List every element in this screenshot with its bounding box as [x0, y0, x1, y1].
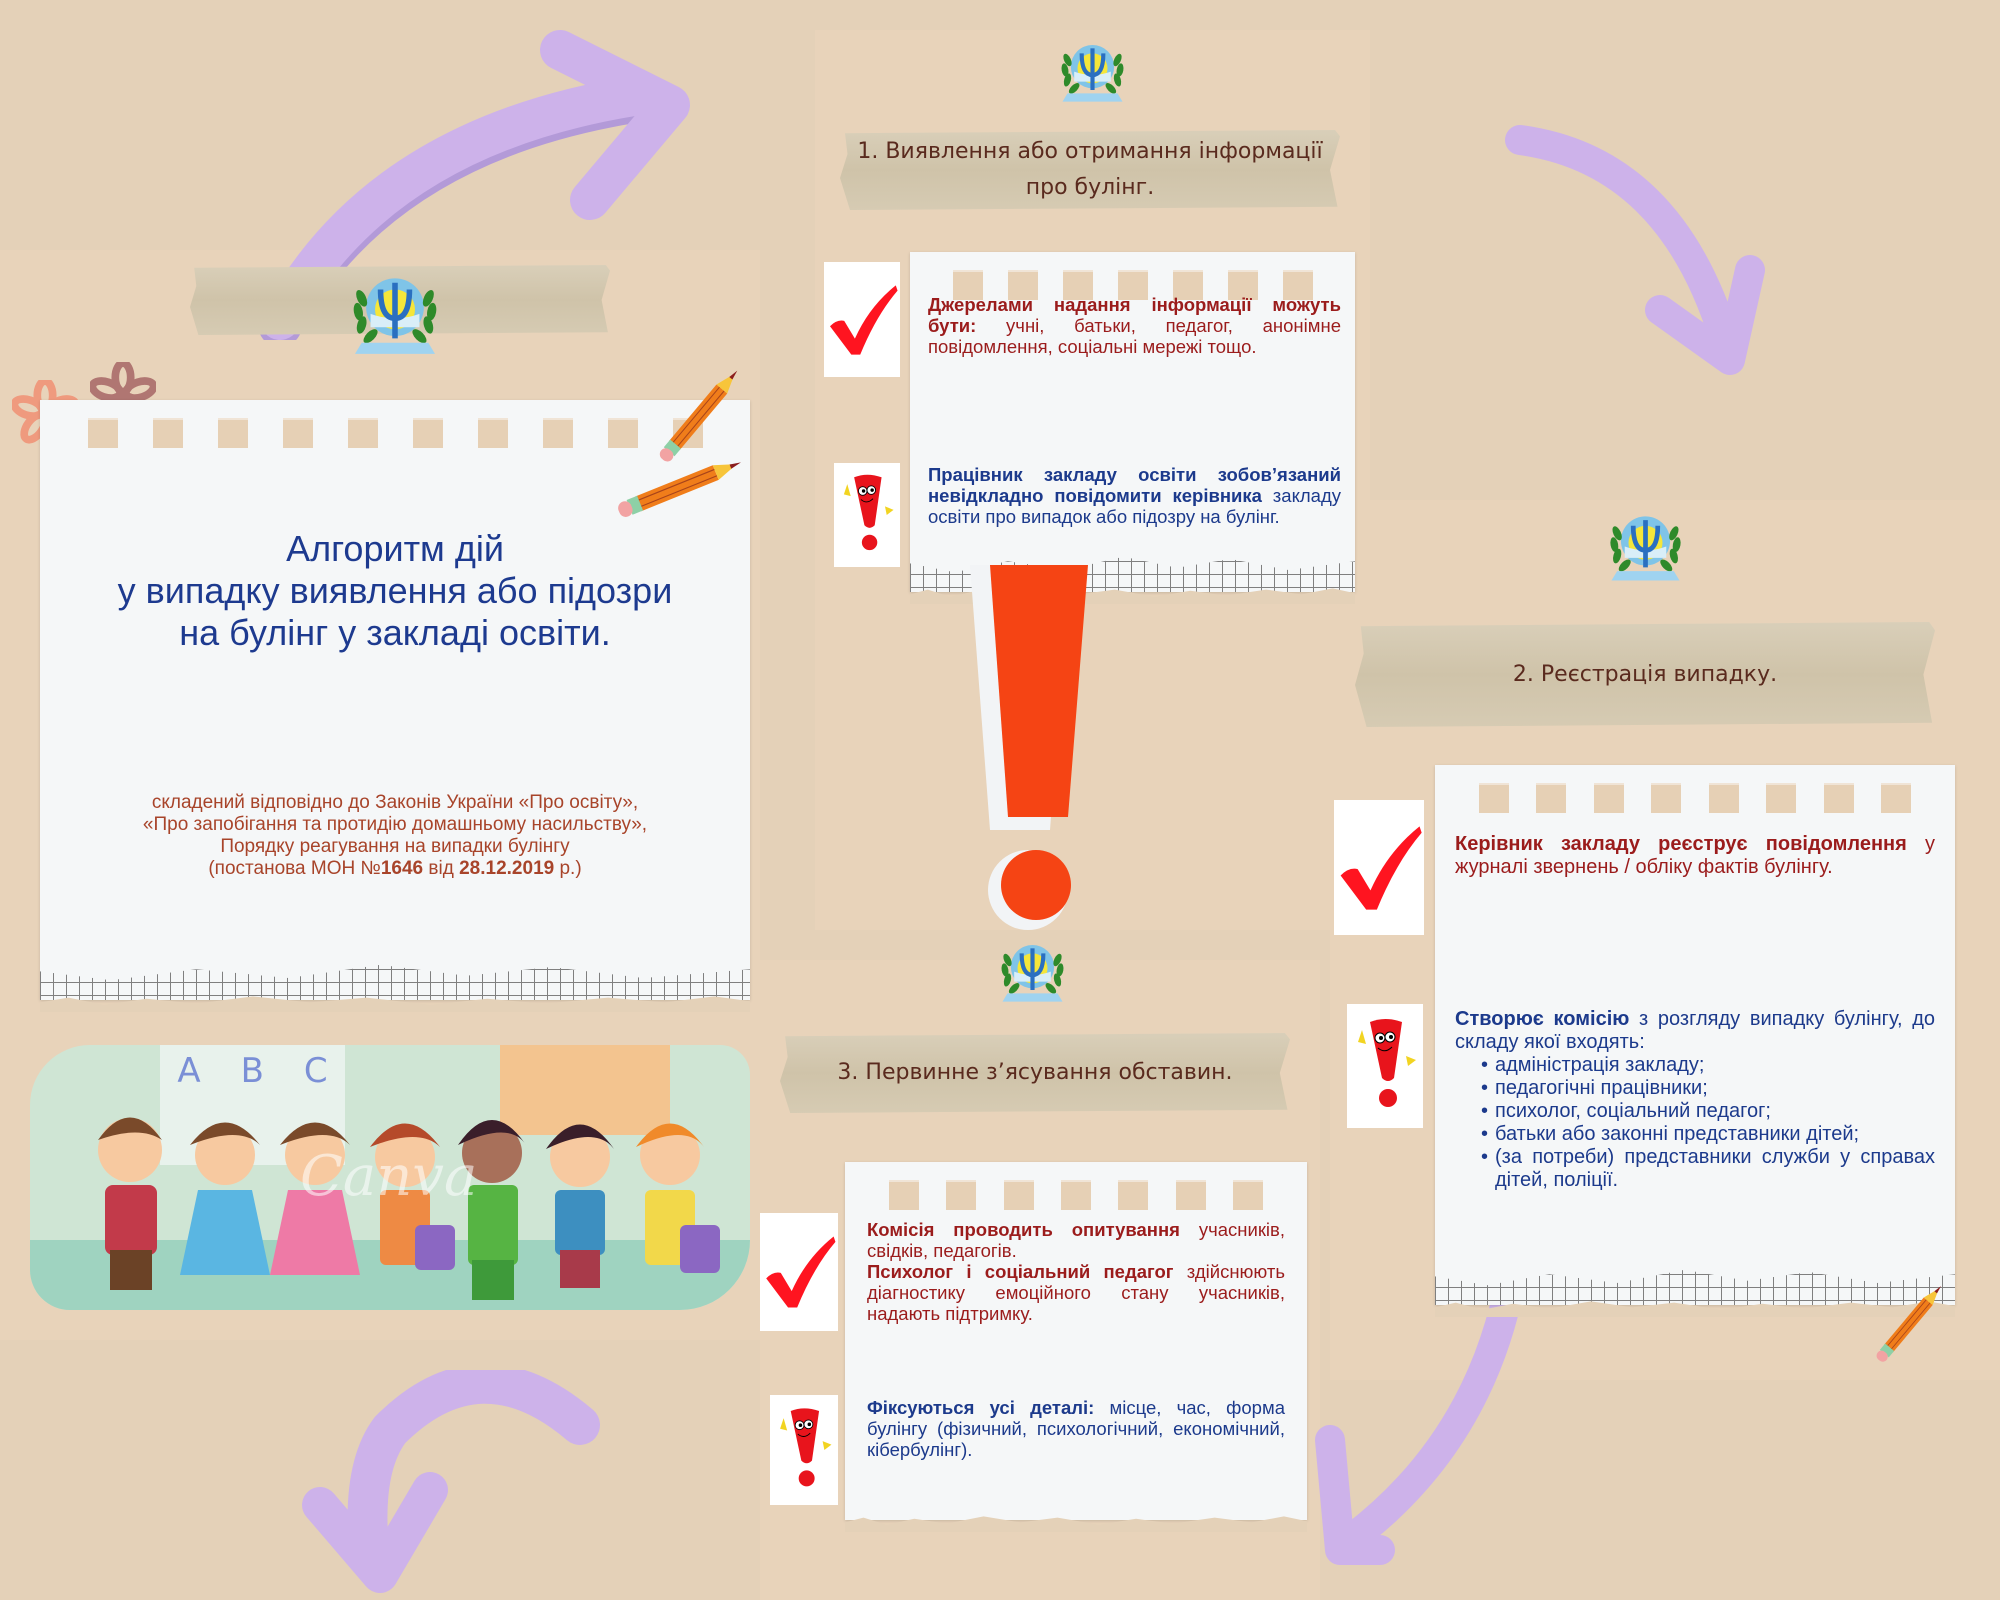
- alert-icon-box: [1347, 1004, 1423, 1128]
- exclamation-character-icon: [773, 1400, 835, 1500]
- commission-text: Створює комісію з розгляду випадку булін…: [1455, 1008, 1935, 1192]
- exclamation-character-icon: [837, 467, 897, 563]
- big-exclamation-icon: [970, 565, 1088, 930]
- list-item: психолог, соціальний педагог;: [1481, 1100, 1935, 1123]
- child-figure: [270, 1122, 360, 1275]
- record-details-text: Фіксуються усі деталі: місце, час, форма…: [867, 1397, 1285, 1460]
- child-figure: [546, 1124, 614, 1288]
- curved-arrow-loop-down-icon: [302, 1370, 600, 1593]
- child-figure: [98, 1117, 162, 1290]
- legal-basis-subtitle: складений відповідно до Законів України …: [40, 792, 750, 880]
- checkmark-icon: [1336, 820, 1422, 916]
- step-2-card: Керівник закладу реєструє повідомлення у…: [1435, 765, 1955, 1317]
- exclamation-character-icon: [1350, 1010, 1420, 1122]
- grid-paper-strip: [40, 964, 750, 1000]
- checkmark-icon-box: [824, 262, 900, 377]
- page-title: Алгоритм дій у випадку виявлення або під…: [117, 528, 673, 653]
- curved-arrow-down-right-icon: [1505, 125, 1765, 375]
- alert-icon-box: [770, 1395, 838, 1505]
- checkmark-icon: [826, 280, 898, 360]
- list-item: педагогічні працівники;: [1481, 1077, 1935, 1100]
- checkmark-icon-box: [760, 1213, 838, 1331]
- info-sources-text: Джерелами надання інформації можуть бути…: [928, 294, 1341, 357]
- list-item: адміністрація закладу;: [1481, 1054, 1935, 1077]
- registration-text: Керівник закладу реєструє повідомлення у…: [1455, 833, 1935, 878]
- step-2-heading: 2. Реєстрація випадку.: [1355, 622, 1935, 727]
- watermark: Canva: [300, 1144, 477, 1209]
- step-1-card: Джерелами надання інформації можуть бути…: [910, 252, 1355, 604]
- schoolchildren-illustration: A B C Canva: [30, 1045, 750, 1310]
- child-figure: [180, 1122, 270, 1275]
- organization-logo-icon: [335, 265, 455, 365]
- paper-holes: [40, 418, 750, 448]
- list-item: батьки або законні представники дітей;: [1481, 1123, 1935, 1146]
- child-figure: [370, 1123, 455, 1270]
- step-1-heading: 1. Виявлення або отримання інформації пр…: [840, 130, 1340, 210]
- alert-icon-box: [834, 463, 900, 567]
- checkmark-icon: [762, 1231, 836, 1313]
- decree-reference: (постанова МОН №1646 від 28.12.2019 р.): [208, 858, 582, 879]
- organization-logo-icon: [990, 935, 1075, 1010]
- investigation-text: Комісія проводить опитування учасників, …: [867, 1219, 1285, 1324]
- step-3-heading: 3. Первинне з’ясування обставин.: [780, 1033, 1290, 1113]
- title-card: Алгоритм дій у випадку виявлення або під…: [40, 400, 750, 1012]
- checkmark-icon-box: [1334, 800, 1424, 935]
- child-figure: [458, 1120, 526, 1300]
- child-figure: [636, 1123, 720, 1273]
- list-item: (за потреби) представники служби у справ…: [1481, 1146, 1935, 1192]
- organization-logo-icon: [1050, 35, 1135, 110]
- step-3-card: Комісія проводить опитування учасників, …: [845, 1162, 1307, 1532]
- organization-logo-icon: [1598, 505, 1693, 590]
- duty-to-report-text: Працівник закладу освіти зобов’язаний не…: [928, 464, 1342, 527]
- shapes-poster: [500, 1045, 670, 1135]
- commission-members-list: адміністрація закладу; педагогічні праці…: [1455, 1054, 1935, 1192]
